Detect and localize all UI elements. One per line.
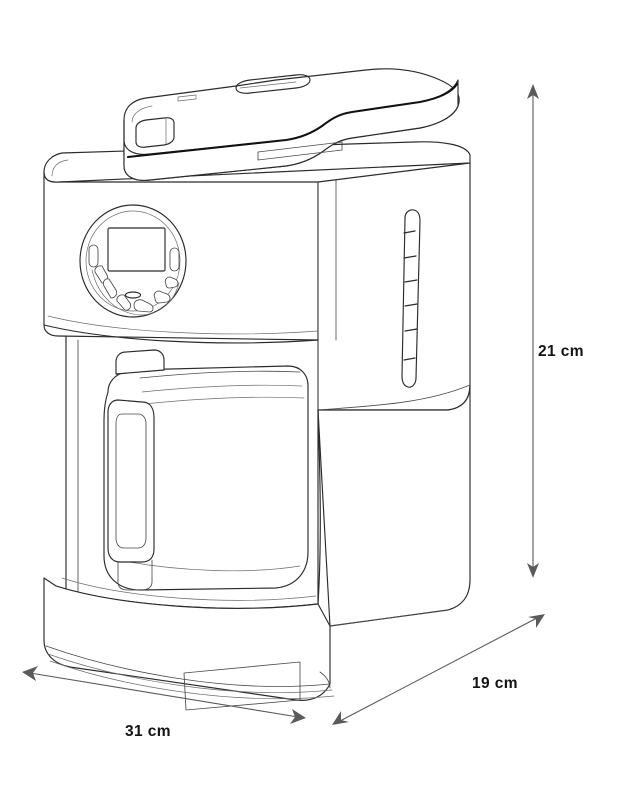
carafe-handle-inner — [115, 413, 147, 549]
height-arrow-head-bottom — [527, 563, 539, 578]
lower-body-right-face — [318, 385, 470, 626]
lcd-display[interactable] — [108, 228, 165, 271]
depth-dimension-label: 19 cm — [472, 675, 518, 692]
gauge-tick-3 — [405, 280, 417, 282]
carafe-shoulder-line — [143, 396, 305, 405]
depth-arrow-head-left — [332, 711, 349, 725]
control-panel[interactable] — [80, 205, 186, 317]
body-edge-highlight — [51, 159, 69, 177]
control-button-8[interactable] — [164, 276, 179, 289]
base-bottom-line-3 — [49, 660, 335, 700]
width-dimension-label: 31 cm — [125, 723, 171, 740]
height-dimension-label: 21 cm — [538, 343, 584, 360]
lid-shadow-edge — [126, 82, 459, 159]
control-button-4[interactable] — [102, 278, 118, 299]
carafe-rim-upper — [139, 370, 301, 379]
width-dimension: 31 cm — [22, 666, 306, 740]
base-drip-panel — [183, 661, 301, 711]
lid-rear-ledge — [257, 141, 343, 161]
control-button-6[interactable] — [133, 299, 154, 313]
base-rear-edge — [329, 609, 449, 627]
carafe-rim-lower — [141, 384, 303, 393]
lower-body-step — [317, 384, 471, 411]
control-button-5[interactable] — [116, 294, 132, 311]
gauge-tick-1 — [404, 231, 415, 233]
gauge-tick-2 — [404, 256, 416, 258]
carafe-handle-foot — [117, 559, 153, 591]
control-panel-inner-ring — [85, 210, 181, 312]
lid-assembly — [124, 69, 459, 180]
status-indicator-led — [126, 292, 141, 298]
control-button-1[interactable] — [88, 244, 99, 268]
lid-latch-tab — [136, 118, 174, 148]
control-button-7[interactable] — [153, 290, 171, 304]
width-arrow-head-right — [290, 709, 306, 724]
width-arrow-head-left — [22, 666, 38, 681]
height-arrow-head-top — [527, 84, 539, 99]
gauge-tick-4 — [405, 304, 417, 306]
base-bottom-line-1 — [45, 645, 331, 687]
carafe[interactable] — [104, 350, 308, 590]
depth-arrow-head-right — [528, 614, 545, 628]
appliance-base — [44, 577, 449, 711]
lid-handle-slot-inner — [239, 81, 297, 89]
warming-plate-highlight — [61, 577, 317, 601]
carafe-spout-tab — [116, 350, 164, 374]
depth-dimension: 19 cm — [332, 614, 545, 725]
button-arc-guide — [91, 269, 180, 316]
lower-body — [318, 385, 470, 626]
control-button-2[interactable] — [169, 247, 180, 272]
width-arrow-shaft — [29, 672, 299, 718]
base-foot — [319, 671, 331, 689]
depth-arrow-shaft — [339, 617, 538, 722]
cavity-right-wall — [318, 410, 320, 604]
body-right-face — [318, 163, 470, 410]
lid-edge-highlight — [131, 105, 153, 123]
brew-head-underside-highlight — [47, 315, 319, 335]
gauge-tick-6 — [404, 358, 415, 360]
carafe-base-reflection — [117, 559, 301, 572]
gauge-tick-5 — [405, 329, 417, 331]
water-level-gauge — [402, 210, 420, 387]
lid-handle-slot — [236, 75, 310, 94]
height-dimension: 21 cm — [527, 84, 584, 578]
water-gauge-window — [402, 210, 420, 387]
base-bottom-line-2 — [47, 653, 333, 693]
coffee-maker-drawing — [44, 69, 470, 711]
brew-head-underside — [44, 325, 318, 343]
lid-vent-notch — [177, 94, 197, 102]
carafe-handle-outer — [108, 400, 154, 562]
